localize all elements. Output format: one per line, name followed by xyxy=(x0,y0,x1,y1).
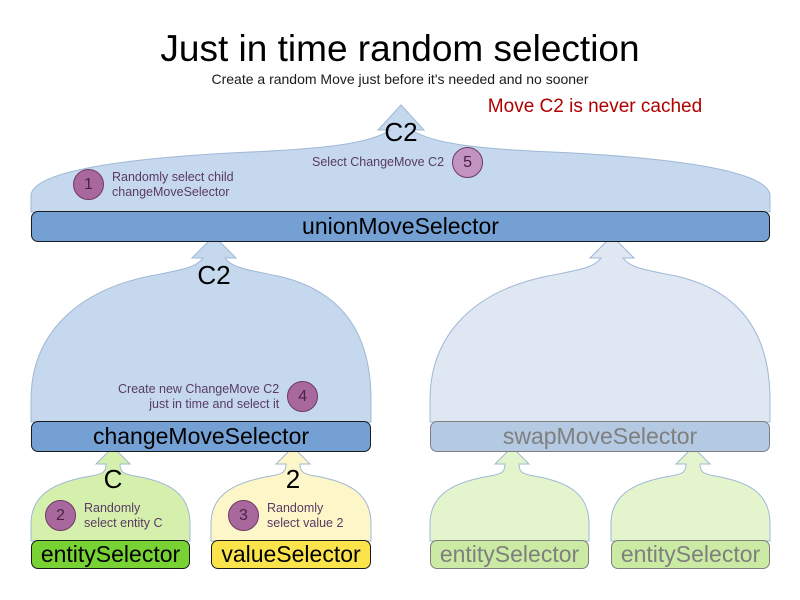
step-text-3: Randomly select value 2 xyxy=(267,500,344,530)
step-annotation-3: 3 Randomly select value 2 xyxy=(228,500,343,531)
step-text-1: Randomly select child changeMoveSelector xyxy=(112,169,234,199)
flow-label-change-out: C2 xyxy=(197,260,231,290)
step-annotation-4: Create new ChangeMove C2 just in time an… xyxy=(118,381,319,412)
node-value-selector[interactable]: valueSelector xyxy=(211,540,371,569)
page-title: Just in time random selection xyxy=(160,28,640,69)
flow-label-entity-out: C xyxy=(103,464,123,494)
page-subtitle: Create a random Move just before it's ne… xyxy=(211,71,589,87)
step-text-2: Randomly select entity C xyxy=(84,500,163,530)
node-union-move-selector[interactable]: unionMoveSelector xyxy=(31,211,770,242)
node-entity-selector-swap-1[interactable]: entitySelector xyxy=(430,540,589,569)
node-entity-selector-swap-2[interactable]: entitySelector xyxy=(611,540,770,569)
cache-warning-note: Move C2 is never cached xyxy=(487,96,703,117)
node-change-move-selector[interactable]: changeMoveSelector xyxy=(31,421,371,452)
step-badge-3: 3 xyxy=(228,500,259,531)
step-annotation-1: 1 Randomly select child changeMoveSelect… xyxy=(73,169,234,200)
flow-label-value-out: 2 xyxy=(285,464,301,494)
union-flow-shape xyxy=(30,104,771,213)
step-badge-2: 2 xyxy=(45,500,76,531)
entity-swap-1-flow-shape xyxy=(429,446,590,542)
step-text-5: Select ChangeMove C2 xyxy=(312,155,445,169)
flow-label-union-out: C2 xyxy=(384,117,418,147)
step-annotation-2: 2 Randomly select entity C xyxy=(45,500,163,531)
step-text-4: Create new ChangeMove C2 just in time an… xyxy=(118,381,280,411)
step-badge-4: 4 xyxy=(287,381,319,412)
step-annotation-5: Select ChangeMove C2 5 xyxy=(312,147,484,178)
step-badge-1: 1 xyxy=(73,169,104,200)
swap-flow-shape xyxy=(429,235,771,423)
node-swap-move-selector[interactable]: swapMoveSelector xyxy=(430,421,770,452)
entity-swap-2-flow-shape xyxy=(610,446,771,542)
node-entity-selector-left[interactable]: entitySelector xyxy=(31,540,190,569)
step-badge-5: 5 xyxy=(452,147,484,178)
